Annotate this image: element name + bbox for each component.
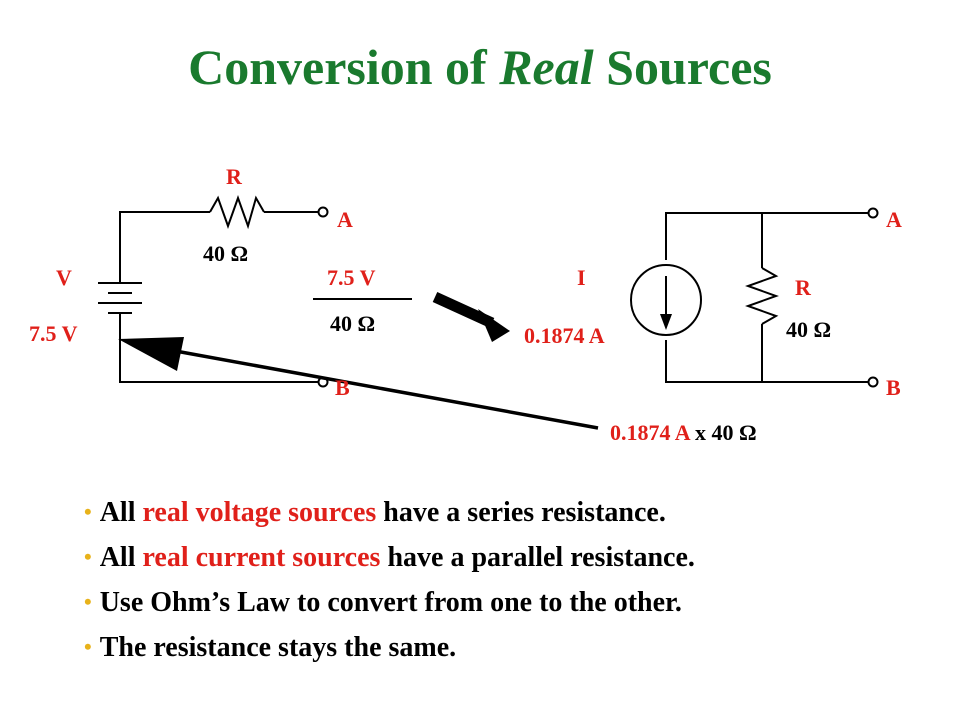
- parallel-resistor-label: R: [795, 275, 811, 300]
- resistor-label: R: [226, 164, 242, 189]
- bullet-item: •All real current sources have a paralle…: [84, 542, 695, 573]
- conversion-denominator: 40 Ω: [330, 311, 376, 336]
- voltage-source-value: 7.5 V: [29, 321, 78, 346]
- terminal-a-left: [317, 206, 329, 218]
- back-conversion-label: 0.1874 A x 40 Ω: [610, 420, 757, 445]
- node-a-label: A: [337, 207, 353, 232]
- bullet-item: •All real voltage sources have a series …: [84, 497, 666, 528]
- back-arrow-head: [118, 337, 184, 371]
- parallel-resistance-value: 40 Ω: [786, 317, 832, 342]
- current-source-value: 0.1874 A: [524, 323, 605, 348]
- current-arrow-head: [660, 314, 672, 330]
- terminal-a-right: [867, 207, 879, 219]
- series-resistor: [209, 195, 265, 230]
- voltage-source-circuit: [98, 195, 318, 383]
- back-arrow-shaft: [169, 348, 599, 430]
- terminal-b-right: [867, 376, 879, 388]
- bullet-item: •Use Ohm’s Law to convert from one to th…: [84, 587, 682, 618]
- conversion-arrow-head: [478, 309, 510, 342]
- bullet-item: •The resistance stays the same.: [84, 632, 457, 663]
- bottom-wire: [119, 313, 318, 383]
- resistance-value: 40 Ω: [203, 241, 249, 266]
- current-source-label: I: [577, 265, 586, 290]
- node-b-label: B: [335, 375, 350, 400]
- outer-wire-top: [665, 212, 868, 260]
- voltage-source-label: V: [56, 265, 72, 290]
- top-wire: [119, 211, 210, 283]
- node-b-label-right: B: [886, 375, 901, 400]
- conversion-numerator: 7.5 V: [327, 265, 376, 290]
- bullet-list: •All real voltage sources have a series …: [84, 490, 695, 670]
- page-title: Conversion of Real Sources: [188, 39, 772, 95]
- parallel-resistor: [745, 267, 779, 325]
- current-source-symbol: [630, 264, 702, 336]
- current-source-circuit: [630, 212, 868, 383]
- node-a-label-right: A: [886, 207, 902, 232]
- outer-wire-bottom: [665, 340, 868, 383]
